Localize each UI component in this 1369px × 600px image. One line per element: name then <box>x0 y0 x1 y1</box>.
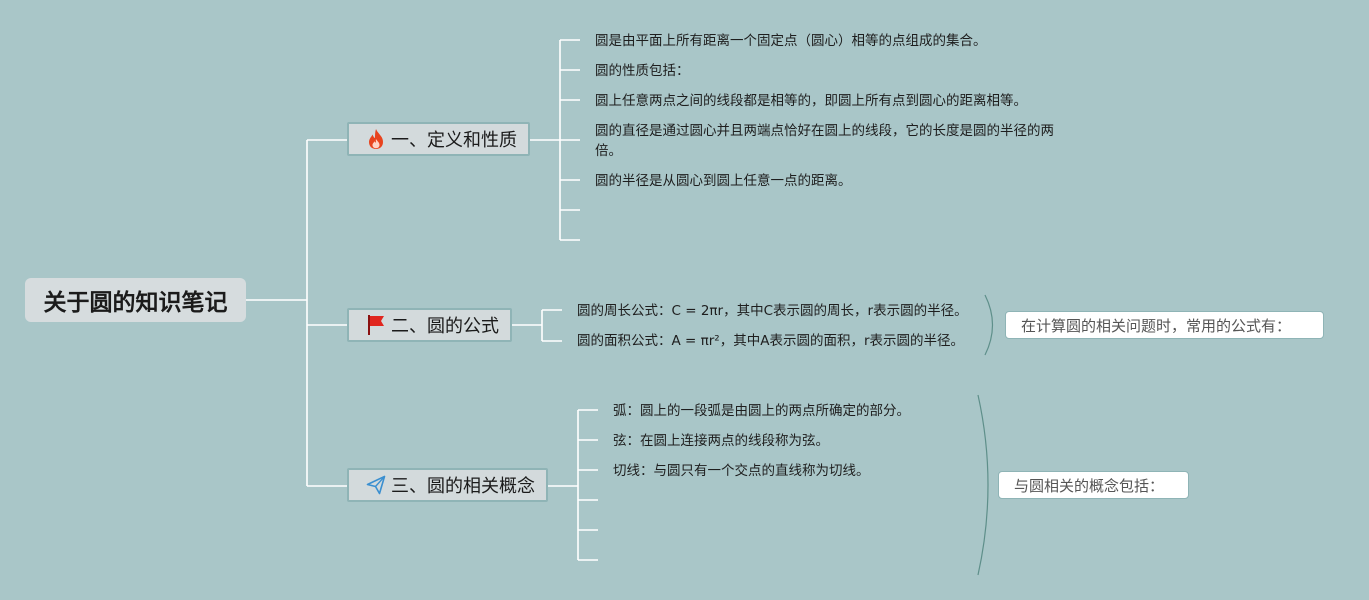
branch-formulas[interactable]: 二、圆的公式 <box>347 308 512 342</box>
root-topic-label: 关于圆的知识笔记 <box>43 290 228 316</box>
list-item: 圆的面积公式：A = πr²，其中A表示圆的面积，r表示圆的半径。 <box>577 333 965 349</box>
list-item: 圆的性质包括： <box>595 63 690 79</box>
branch-label: 三、圆的相关概念 <box>391 476 535 497</box>
list-item: 弧：圆上的一段弧是由圆上的两点所确定的部分。 <box>613 403 910 419</box>
summary-concepts[interactable]: 与圆相关的概念包括： <box>998 471 1189 499</box>
branch-label: 一、定义和性质 <box>391 130 517 151</box>
summary-label: 与圆相关的概念包括： <box>1014 476 1165 495</box>
summary-brace-formulas <box>984 294 994 356</box>
paper-plane-icon <box>365 474 387 496</box>
list-item: 圆的半径是从圆心到圆上任意一点的距离。 <box>595 173 852 189</box>
list-item: 圆的周长公式：C = 2πr，其中C表示圆的周长，r表示圆的半径。 <box>577 303 968 319</box>
list-item: 切线：与圆只有一个交点的直线称为切线。 <box>613 463 870 479</box>
list-item: 圆是由平面上所有距离一个固定点（圆心）相等的点组成的集合。 <box>595 33 987 49</box>
root-topic[interactable]: 关于圆的知识笔记 <box>25 278 246 322</box>
branch-concepts[interactable]: 三、圆的相关概念 <box>347 468 548 502</box>
red-flag-icon <box>365 314 387 336</box>
branch-label: 二、圆的公式 <box>391 316 499 337</box>
list-item: 弦：在圆上连接两点的线段称为弦。 <box>613 433 829 449</box>
fire-icon <box>365 128 387 150</box>
summary-brace-concepts <box>977 394 989 576</box>
branch-definition[interactable]: 一、定义和性质 <box>347 122 530 156</box>
list-item: 圆上任意两点之间的线段都是相等的，即圆上所有点到圆心的距离相等。 <box>595 93 1027 109</box>
list-item: 圆的直径是通过圆心并且两端点恰好在圆上的线段，它的长度是圆的半径的两倍。 <box>595 123 1054 159</box>
summary-label: 在计算圆的相关问题时，常用的公式有： <box>1021 316 1292 335</box>
summary-formulas[interactable]: 在计算圆的相关问题时，常用的公式有： <box>1005 311 1324 339</box>
